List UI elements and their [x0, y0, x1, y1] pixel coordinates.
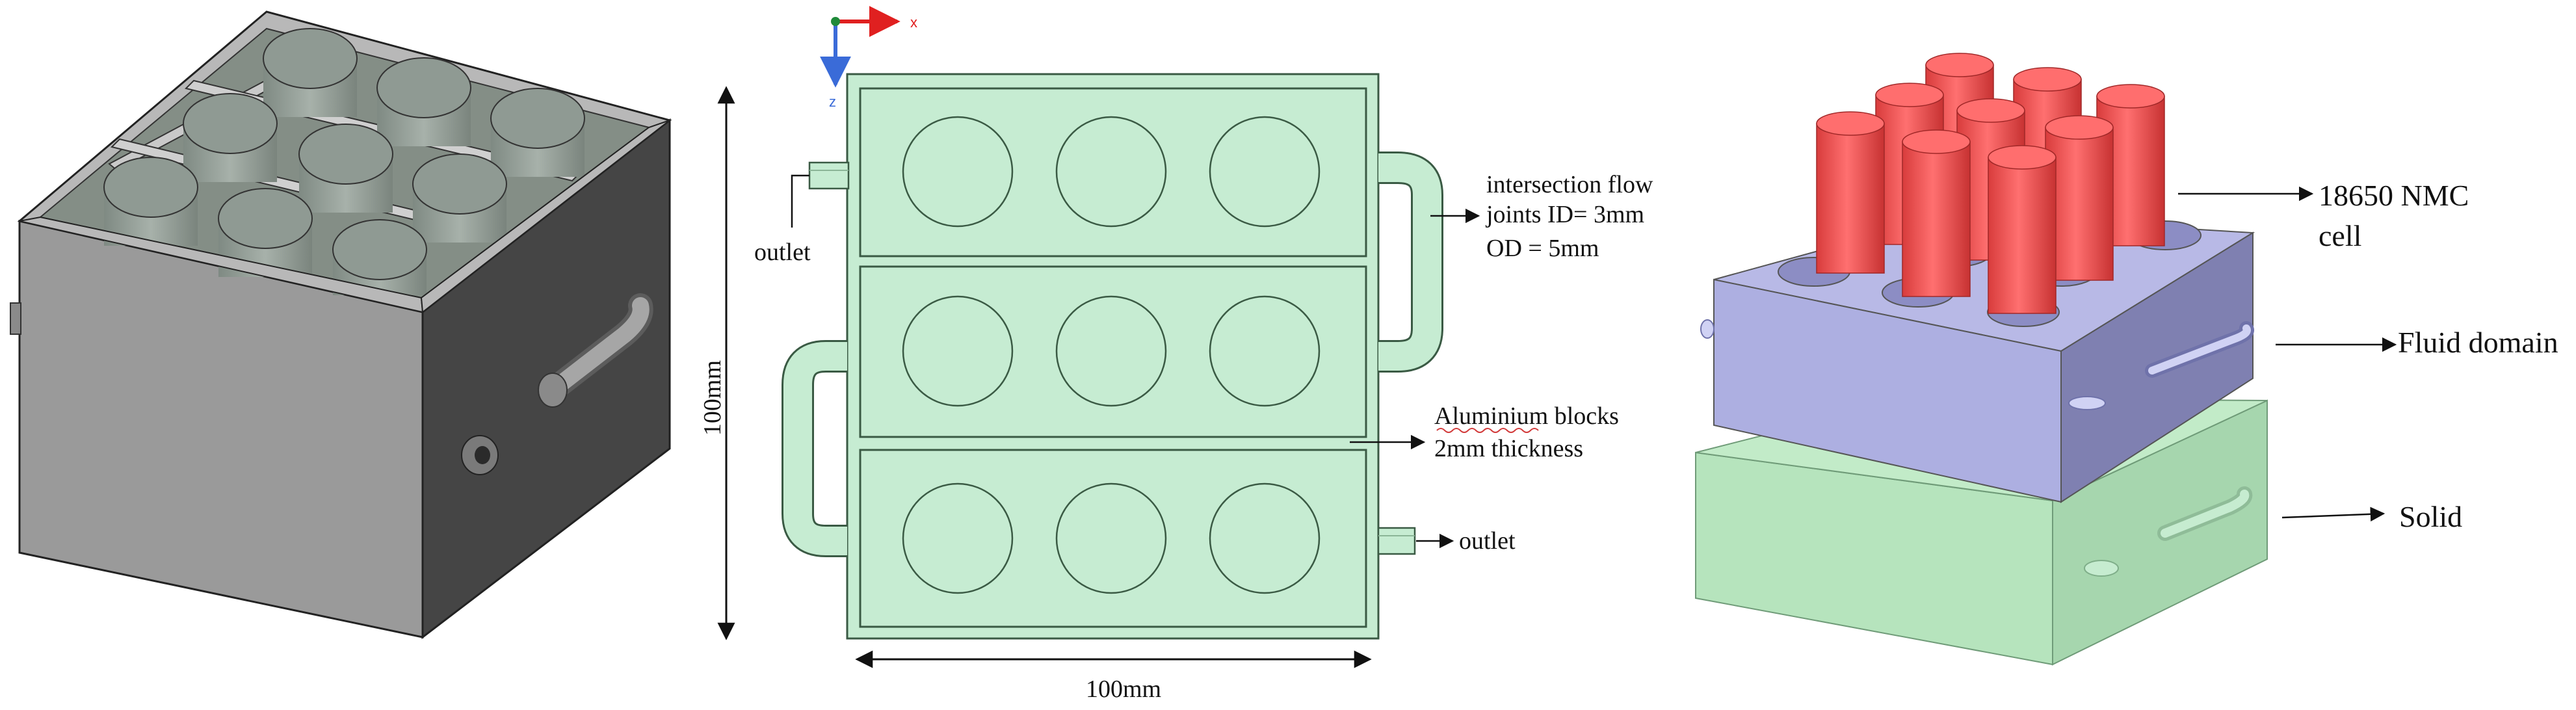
- cell-label-line2: cell: [2319, 219, 2361, 252]
- dimension-label-vertical: 100mm: [699, 360, 726, 436]
- grey-cell: [376, 57, 471, 146]
- solid-label: Solid: [2399, 500, 2462, 533]
- domains-3d-view: 18650 NMC cell Fluid domain Solid: [1695, 53, 2558, 666]
- grey-cell: [183, 93, 278, 182]
- intersection-label-line3: OD = 5mm: [1486, 235, 1599, 262]
- plan-cells: [902, 116, 1321, 594]
- cell-label-line1: 18650 NMC: [2319, 179, 2469, 212]
- outlet-stub-right: [1377, 527, 1416, 555]
- solid-pipe-stub: [2084, 560, 2119, 577]
- red-cell: [1902, 129, 1971, 297]
- solid-leader: [2281, 506, 2385, 522]
- u-pipe-left: [782, 340, 847, 557]
- fluid-pipe-stub-left: [1700, 319, 1715, 339]
- axis-triad: x z: [820, 6, 917, 110]
- intersection-label-line1: intersection flow: [1486, 171, 1653, 198]
- grey-cells: [103, 28, 585, 295]
- battery-module-3d-grey: [10, 10, 672, 640]
- fluid-pipe-stub: [2068, 396, 2106, 410]
- red-cell: [1988, 145, 2057, 314]
- grey-cell: [263, 28, 358, 117]
- fluid-label: Fluid domain: [2398, 326, 2558, 359]
- axis-z-label: z: [829, 94, 836, 110]
- cell-circle: [1055, 116, 1167, 228]
- red-cell: [2045, 115, 2114, 281]
- u-pipe-right: [1378, 151, 1443, 373]
- aluminium-label-line1: Aluminium blocks: [1434, 402, 1619, 430]
- outlet-left-label: outlet: [754, 239, 811, 266]
- box-right-rim: [420, 120, 670, 313]
- pipe-elbow: [538, 293, 653, 408]
- red-cell: [1816, 111, 1885, 274]
- cell-circle: [1209, 295, 1321, 407]
- cell-circle: [902, 116, 1014, 228]
- cell-circle: [1055, 295, 1167, 407]
- grey-cell: [103, 157, 198, 246]
- cell-circle: [902, 482, 1014, 594]
- cell-circle: [902, 295, 1014, 407]
- outlet-stub-left: [808, 161, 850, 190]
- cell-circle: [1209, 116, 1321, 228]
- grey-cell: [298, 124, 393, 213]
- grey-cell: [490, 88, 585, 177]
- outlet-right-label: outlet: [1459, 527, 1516, 555]
- intersection-label-line2: joints ID= 3mm: [1485, 201, 1644, 228]
- cell-circle: [1209, 482, 1321, 594]
- cell-circle: [1055, 482, 1167, 594]
- pipe-stub-left: [10, 302, 21, 335]
- red-cells: [1816, 53, 2165, 314]
- plan-view: x z: [699, 6, 1653, 703]
- grey-cell: [412, 153, 507, 243]
- dimension-label-horizontal: 100mm: [1086, 676, 1161, 703]
- spellcheck-underline: [1436, 428, 1539, 433]
- pipe-stub: [461, 435, 499, 475]
- axis-x-label: x: [910, 14, 917, 31]
- aluminium-label-line2: 2mm thickness: [1434, 435, 1583, 462]
- outlet-left-leader: [791, 174, 809, 228]
